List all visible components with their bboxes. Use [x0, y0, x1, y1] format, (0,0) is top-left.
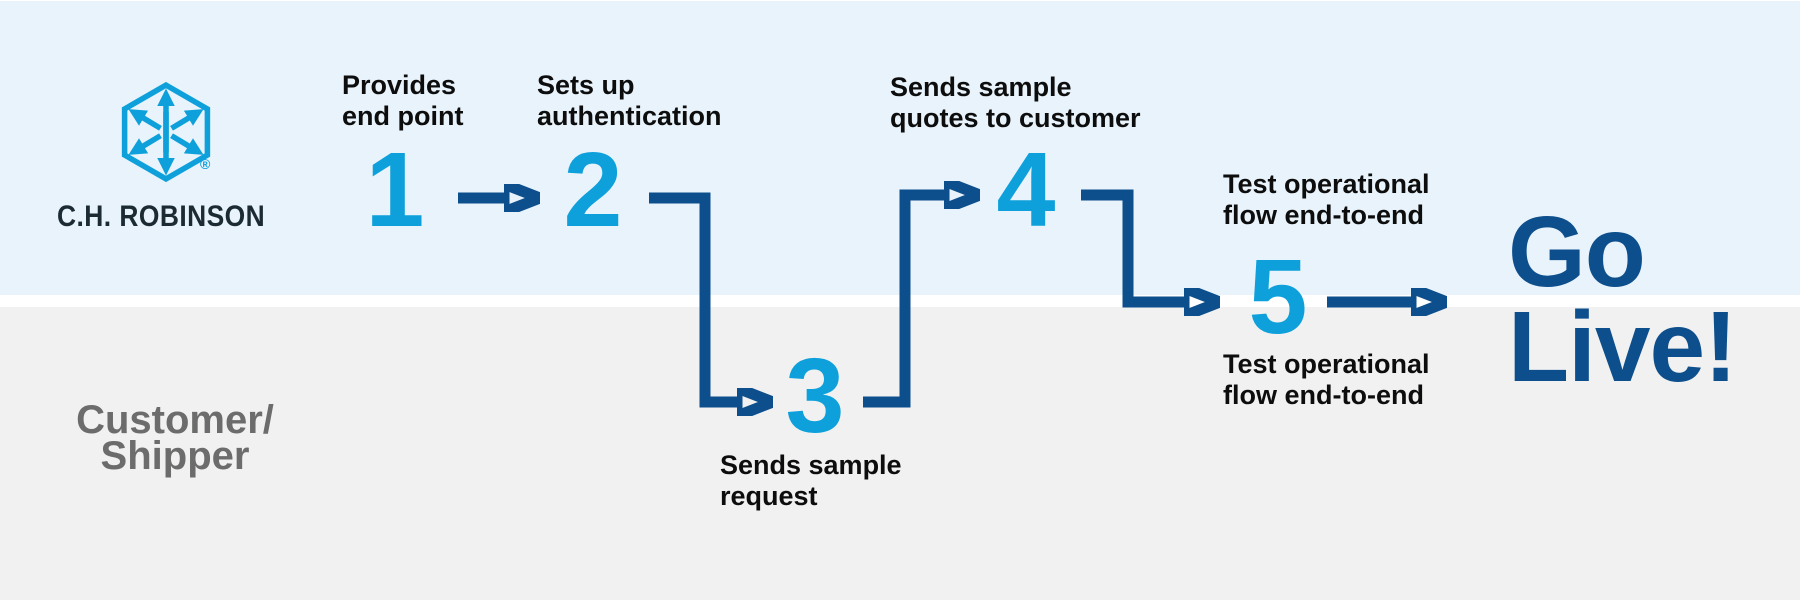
customer-shipper-label: Customer/ Shipper — [40, 398, 310, 478]
step-1-label-line2: end point — [342, 101, 464, 131]
step-1-number: 1 — [365, 131, 425, 249]
step-3-number: 3 — [785, 337, 845, 455]
step-2-number: 2 — [563, 131, 623, 249]
go-live-line2: Live! — [1508, 291, 1737, 403]
step-5-label-bottom-line2: flow end-to-end — [1223, 380, 1424, 410]
go-live-line1: Go — [1508, 196, 1646, 308]
step-3-label-line2: request — [720, 481, 818, 511]
step-2-label-line2: authentication — [537, 101, 722, 131]
step-4-number: 4 — [996, 131, 1056, 249]
chrobinson-logo-icon — [121, 82, 211, 182]
step-1-label-line1: Provides — [342, 70, 457, 100]
go-live-text: Go Live! — [1508, 196, 1737, 403]
step-2-label-line1: Sets up — [537, 70, 635, 100]
step-4-label-line2: quotes to customer — [890, 103, 1141, 133]
registered-trademark-icon: ® — [200, 156, 211, 172]
step-5-label-bottom-line1: Test operational — [1223, 349, 1430, 379]
step-3-label: Sends sample request — [720, 450, 902, 512]
step-5-number: 5 — [1248, 238, 1308, 356]
step-4-label: Sends sample quotes to customer — [890, 72, 1141, 134]
brand-wordmark: C.H. ROBINSON — [57, 200, 266, 233]
step-4-label-line1: Sends sample — [890, 72, 1072, 102]
customer-shipper-line2: Shipper — [100, 434, 250, 478]
step-1-label: Provides end point — [342, 70, 463, 132]
step-5-label-top-line1: Test operational — [1223, 169, 1430, 199]
step-5-label-top-line2: flow end-to-end — [1223, 200, 1424, 230]
customer-shipper-line1: Customer/ — [76, 398, 274, 442]
step-5-label-bottom: Test operational flow end-to-end — [1223, 349, 1430, 411]
step-2-label: Sets up authentication — [537, 70, 722, 132]
step-5-label-top: Test operational flow end-to-end — [1223, 169, 1430, 231]
step-3-label-line1: Sends sample — [720, 450, 902, 480]
